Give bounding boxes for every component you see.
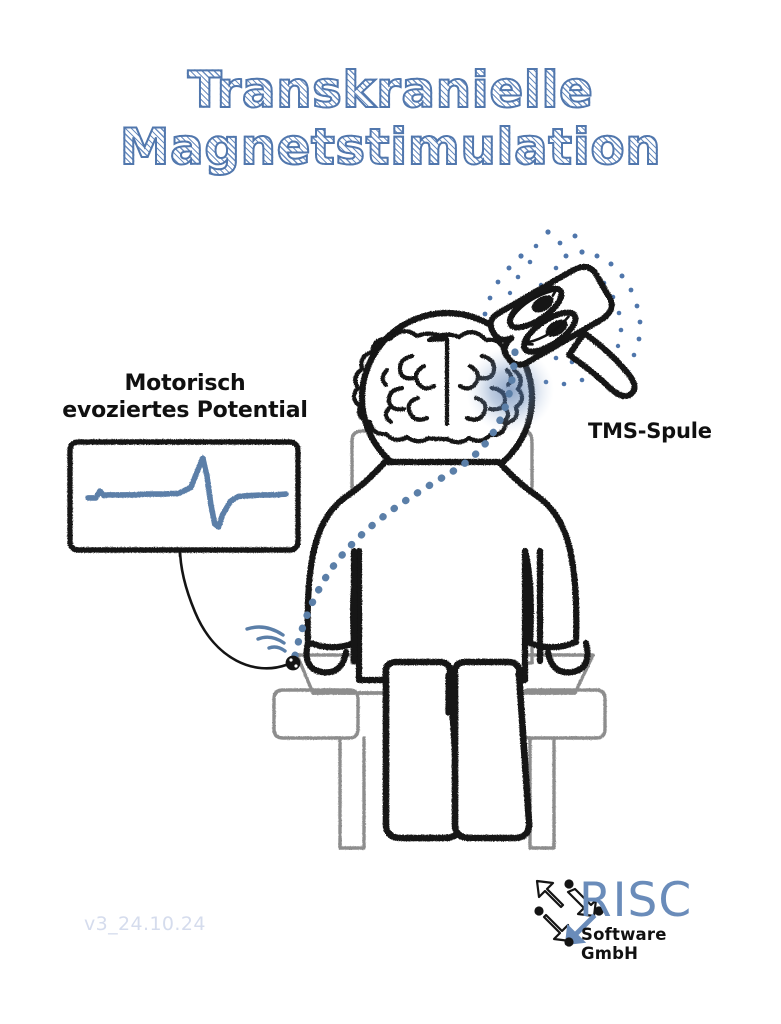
leg-right bbox=[451, 658, 533, 842]
electrode-cable bbox=[178, 546, 288, 670]
electrode-hole-bottom bbox=[294, 664, 298, 668]
electrode bbox=[285, 655, 301, 671]
hand-left bbox=[303, 639, 350, 676]
brain-gyrus-l4 bbox=[406, 395, 430, 422]
tms-coil bbox=[487, 263, 638, 400]
mep-screen bbox=[67, 439, 301, 553]
risc-logo: RISC Software GmbH bbox=[513, 877, 718, 963]
brain-gyrus-l3 bbox=[413, 363, 437, 391]
neural-pathway-dots bbox=[290, 348, 519, 664]
coil-current-arrows bbox=[511, 288, 570, 346]
electrode-dot bbox=[285, 655, 301, 671]
electrode-hole-top bbox=[289, 658, 293, 662]
hand-right bbox=[544, 639, 591, 676]
hands bbox=[303, 639, 591, 676]
logo-arrow-upleft bbox=[535, 879, 565, 909]
arm-seams bbox=[350, 547, 544, 665]
logo-arrow-active bbox=[564, 913, 597, 946]
brain-gyrus-l2 bbox=[386, 385, 407, 412]
chair-armrest-left bbox=[272, 688, 360, 740]
mep-label-line-1: Motorisch bbox=[124, 371, 246, 396]
chair-leg-right bbox=[528, 736, 556, 850]
logo-text-block: RISC Software GmbH bbox=[579, 873, 719, 963]
logo-dots bbox=[534, 879, 604, 947]
torso bbox=[304, 458, 580, 684]
brain-gyrus-l1 bbox=[397, 353, 417, 381]
signal-waves-icon bbox=[245, 625, 287, 653]
brain-gyrus-l6 bbox=[383, 405, 394, 425]
tms-coil-label: TMS-Spule bbox=[588, 419, 712, 443]
logo-arrow-upright bbox=[566, 887, 598, 918]
stimulation-glow bbox=[466, 347, 554, 433]
logo-subtitle: Software GmbH bbox=[581, 925, 667, 963]
brain-gyrus-l5 bbox=[380, 367, 390, 388]
chair-armrest-right bbox=[519, 688, 607, 740]
version-stamp: v3_24.10.24 bbox=[84, 913, 206, 935]
chair-leg-left bbox=[338, 736, 366, 850]
legs bbox=[382, 658, 533, 842]
mep-waveform bbox=[85, 455, 289, 530]
coil-core-upper bbox=[531, 295, 554, 313]
mep-label: Motorisch evoziertes Potential bbox=[40, 370, 330, 425]
coil-handle bbox=[566, 330, 638, 400]
body bbox=[304, 458, 580, 684]
logo-mark-icon bbox=[534, 879, 604, 947]
logo-wordmark: RISC bbox=[579, 873, 693, 928]
mep-label-line-2: evoziertes Potential bbox=[62, 398, 308, 424]
mep-screen-frame bbox=[67, 439, 301, 553]
